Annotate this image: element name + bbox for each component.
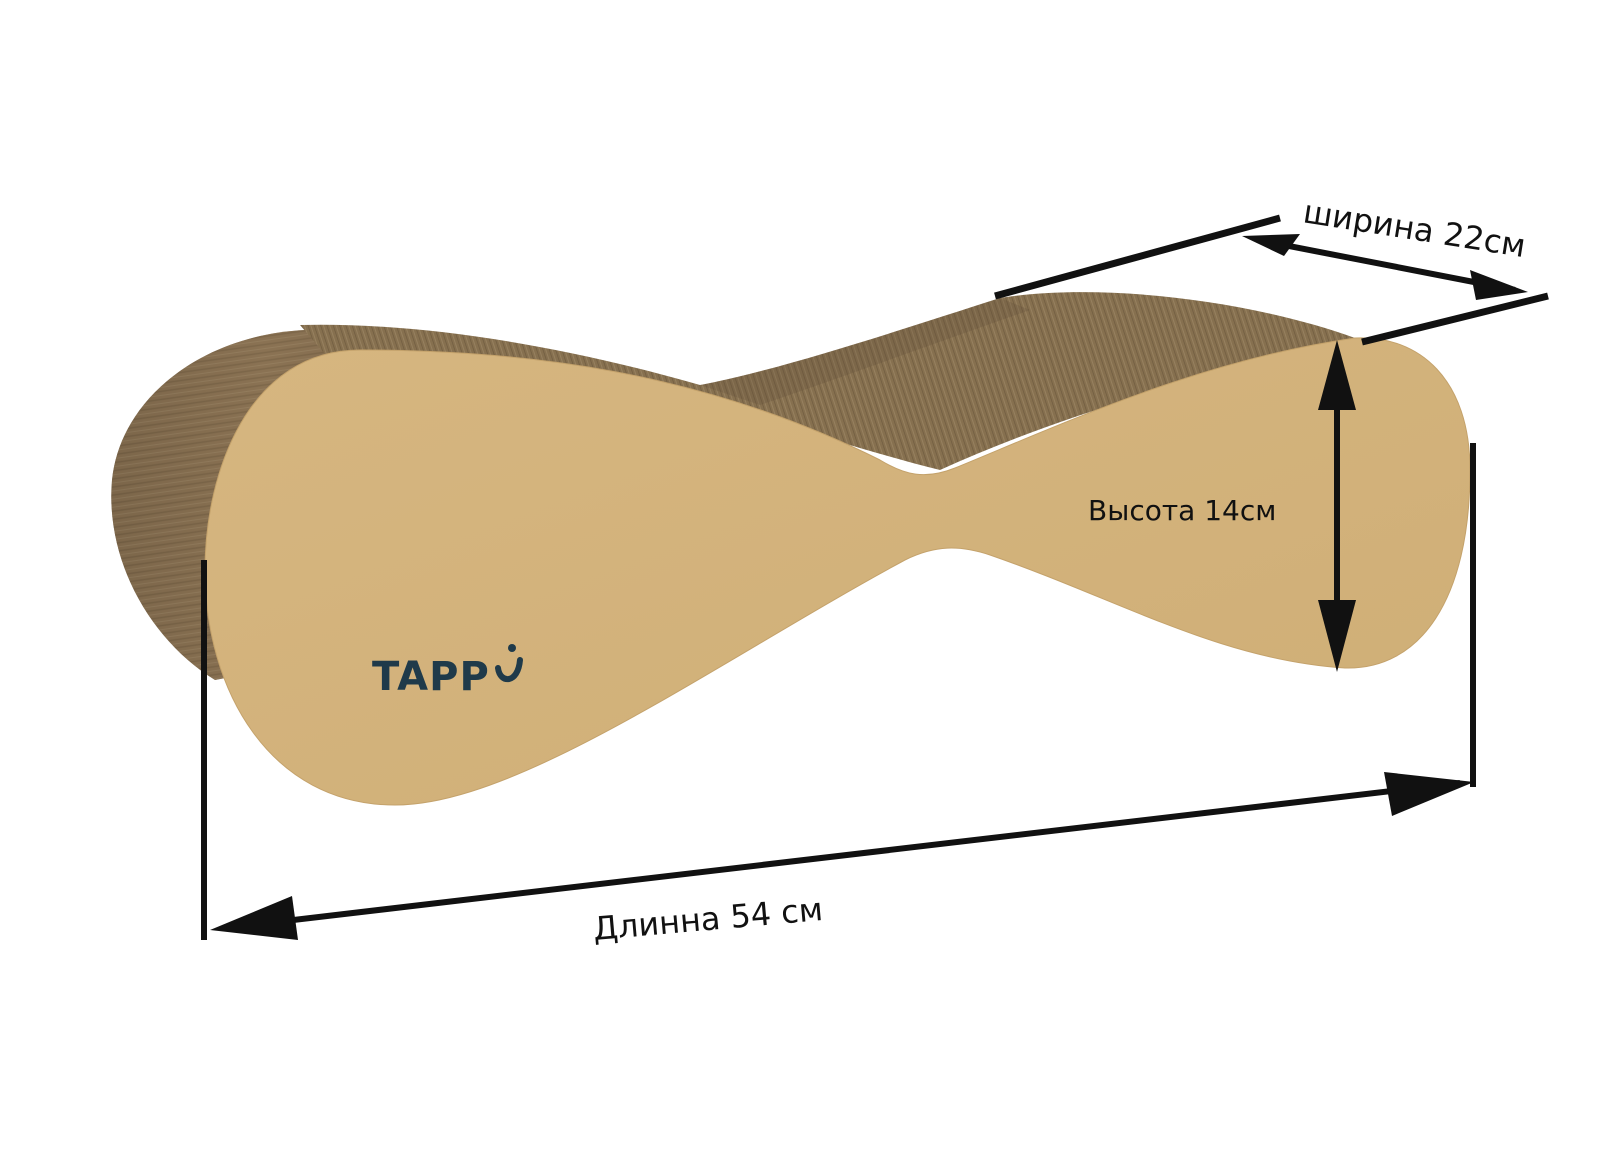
length-arrowhead-left-icon [210, 896, 298, 940]
height-arrowhead-top-icon [1318, 340, 1356, 410]
height-arrowhead-bottom-icon [1318, 600, 1356, 672]
height-label: Высота 14см [1088, 494, 1276, 527]
width-arrow-line [1257, 237, 1516, 293]
width-extension-line-back [994, 214, 1281, 300]
logo-smile-icon [495, 657, 523, 682]
logo-wordmark: TAPP [372, 654, 490, 700]
width-arrowhead-left-icon [1242, 234, 1300, 256]
length-arrowhead-right-icon [1384, 772, 1474, 816]
logo-dot-icon [508, 644, 516, 652]
length-label: Длинна 54 см [591, 890, 824, 948]
height-dimension: Высота 14см [1088, 340, 1356, 672]
tapp-logo: TAPP [372, 644, 523, 700]
width-arrowhead-right-icon [1470, 270, 1528, 300]
top-corrugated-surface [300, 292, 1355, 470]
length-arrow-line [224, 780, 1461, 931]
top-shading [700, 298, 1030, 405]
width-extension-line-front [1361, 292, 1549, 346]
scratcher-front-face [204, 337, 1471, 806]
